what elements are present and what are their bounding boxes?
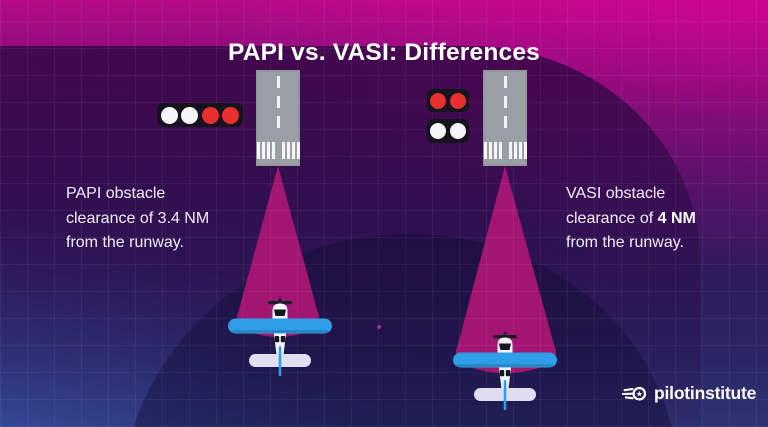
red-light [430,92,447,109]
white-light [430,123,447,139]
runway-centerline [503,76,507,134]
logo-wordmark: pilotinstitute [654,383,757,403]
red-light [201,106,219,124]
runway-threshold-markings [483,142,527,159]
winged-star-badge-icon: ★ [622,386,647,400]
decorative-dot [377,325,381,329]
papi-light-bar [157,103,243,127]
papi-caption-line1: PAPI obstacle [66,185,166,202]
runway-threshold-markings [256,142,300,159]
pilot-institute-logo: ★ pilotinstitute [622,383,756,404]
vasi-caption-line3: from the runway. [566,234,684,251]
papi-caption: PAPI obstacle clearance of 3.4 NM from t… [66,182,209,256]
white-light [181,106,199,124]
red-light [222,106,240,124]
svg-text:★: ★ [636,389,643,398]
vasi-lower-light-bar [427,119,469,143]
white-light [449,123,466,139]
white-light [160,106,178,124]
airplane-right [453,330,557,414]
vasi-clearance-value: 4 NM [657,209,696,227]
vasi-upper-light-bar [427,89,469,112]
runway-centerline [276,76,280,134]
page-title: PAPI vs. VASI: Differences [227,39,540,67]
papi-caption-line3: from the runway. [66,234,184,251]
red-light [449,92,466,109]
vasi-caption-line1: VASI obstacle [566,185,666,202]
vasi-caption: VASI obstacle clearance of 4 NM from the… [566,182,696,256]
vasi-caption-line2: clearance of 4 NM [566,209,696,227]
airplane-left [228,296,332,380]
runway-left [256,70,300,166]
papi-caption-line2: clearance of 3.4 NM [66,209,210,227]
background-dark-blob [0,46,700,427]
runway-right [483,70,527,166]
